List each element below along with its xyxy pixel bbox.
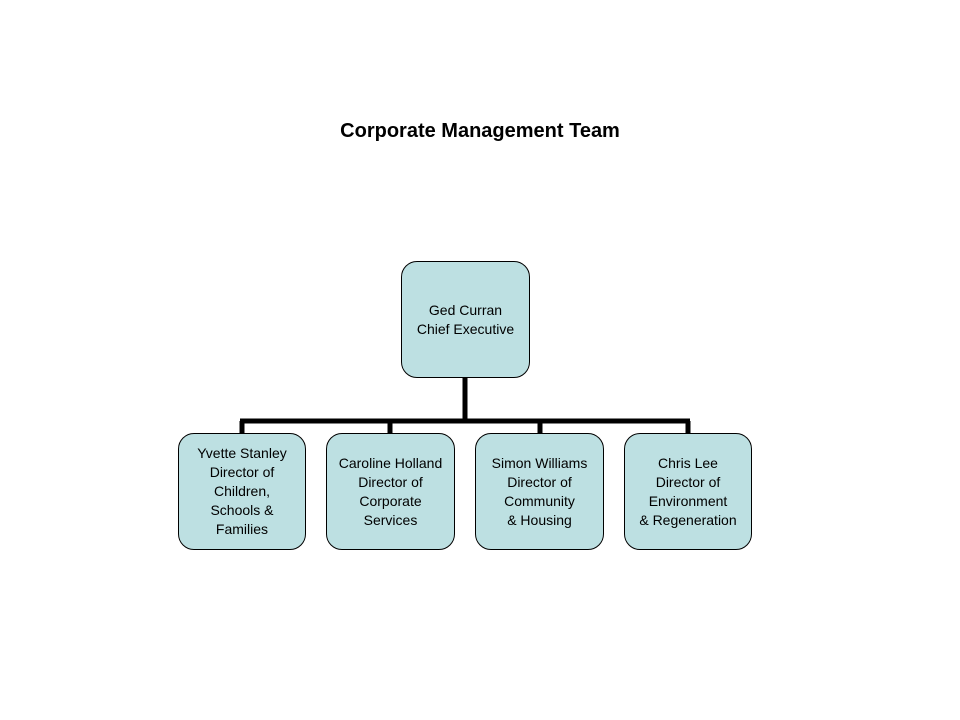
node-line: Director of	[655, 473, 721, 490]
node-line: Director of	[507, 473, 572, 490]
node-director-community-housing: Simon Williams Director of Community & H…	[475, 433, 604, 550]
node-director-corporate-services: Caroline Holland Director of Corporate S…	[326, 433, 455, 550]
node-line: Environment	[648, 492, 728, 509]
node-line: Simon Williams	[491, 454, 588, 471]
node-line: Yvette Stanley	[197, 445, 287, 461]
node-line: Director of	[209, 464, 275, 480]
node-line: Children,	[213, 483, 270, 499]
chart-title: Corporate Management Team	[340, 120, 620, 142]
node-line: & Regeneration	[639, 511, 737, 528]
node-line: Schools &	[210, 502, 274, 518]
node-line: Chris Lee	[658, 454, 718, 471]
node-line: Families	[215, 521, 269, 537]
node-line: Caroline Holland	[338, 454, 443, 471]
node-line: Director of	[358, 473, 423, 490]
node-line: Ged Curran	[428, 301, 503, 318]
node-director-children-schools-families: Yvette Stanley Director of Children, Sch…	[178, 433, 306, 550]
node-line: Services	[363, 511, 418, 528]
node-director-environment-regeneration: Chris Lee Director of Environment & Rege…	[624, 433, 752, 550]
node-chief-executive: Ged Curran Chief Executive	[401, 261, 530, 378]
node-line: Community	[504, 492, 575, 509]
node-line: Chief Executive	[416, 320, 515, 337]
node-line: Corporate	[359, 492, 422, 509]
node-line: & Housing	[507, 511, 572, 528]
